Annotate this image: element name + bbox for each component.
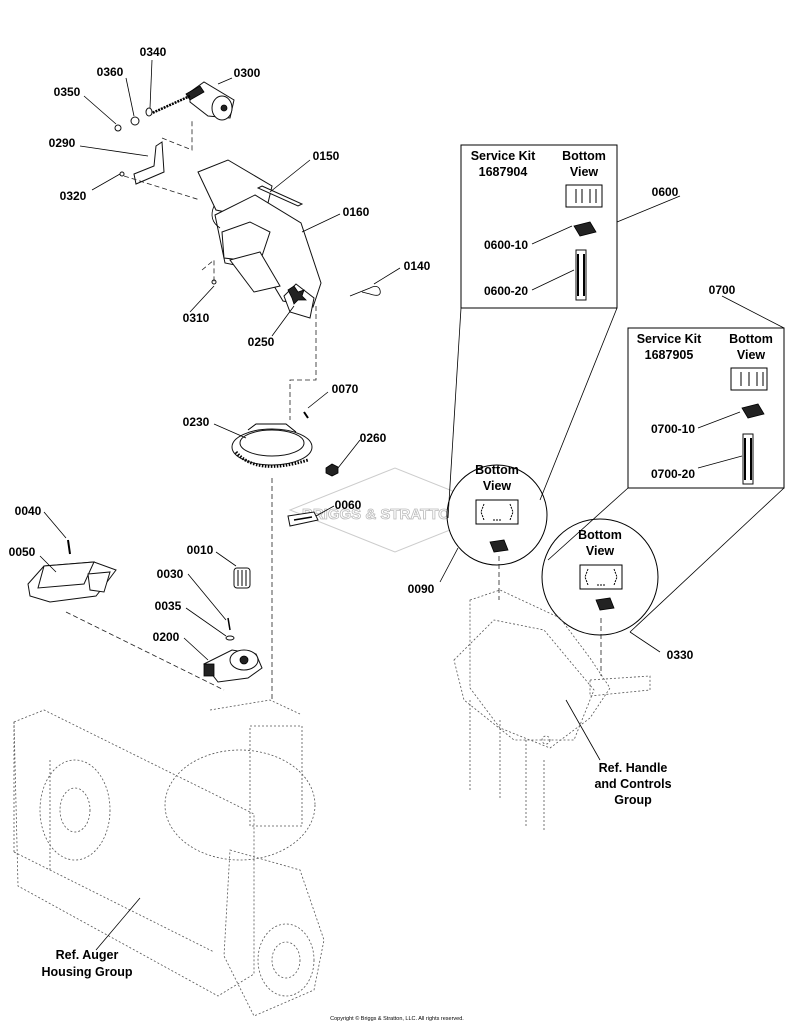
svg-text:Bottom: Bottom: [475, 463, 519, 477]
callout-0050: 0050: [9, 545, 36, 559]
reference-labels: Ref. Auger Housing Group Ref. Handle and…: [42, 761, 672, 979]
callout-0230: 0230: [183, 415, 210, 429]
callout-0200: 0200: [153, 630, 180, 644]
svg-text:BRIGGS & STRATTON: BRIGGS & STRATTON: [302, 506, 461, 523]
clip-part-0140: [349, 286, 381, 297]
callout-0360: 0360: [97, 65, 124, 79]
copyright: Copyright © Briggs & Stratton, LLC. All …: [330, 1015, 464, 1022]
callout-0600-20: 0600-20: [484, 284, 528, 298]
bottom-view-detail-0090: Bottom View: [446, 463, 548, 566]
callout-0040: 0040: [15, 504, 42, 518]
svg-text:Bottom: Bottom: [578, 528, 622, 542]
svg-text:Service Kit: Service Kit: [471, 149, 536, 163]
ref-handle-line1: Ref. Handle: [599, 761, 668, 775]
bracket-part-0290: [133, 141, 165, 185]
svg-text:View: View: [483, 479, 512, 493]
screw-part-0040: [67, 539, 71, 555]
svg-text:Bottom: Bottom: [562, 149, 606, 163]
callout-0160: 0160: [343, 205, 370, 219]
callout-0340: 0340: [140, 45, 167, 59]
callout-0330: 0330: [667, 648, 694, 662]
svg-text:1687904: 1687904: [479, 165, 528, 179]
nut-part-0260: [325, 463, 339, 477]
handle-controls-reference: [453, 589, 651, 830]
callout-0290: 0290: [49, 136, 76, 150]
callout-0260: 0260: [360, 431, 387, 445]
ring-gear-part-0230: [231, 423, 313, 468]
svg-text:View: View: [586, 544, 615, 558]
ref-auger-line1: Ref. Auger: [56, 948, 119, 962]
callout-0310: 0310: [183, 311, 210, 325]
svg-text:Bottom: Bottom: [729, 332, 773, 346]
screw-part-0070: [303, 411, 309, 419]
svg-text:1687905: 1687905: [645, 348, 694, 362]
service-kit-box-0700: Service Kit 1687905 Bottom View: [627, 327, 785, 489]
callout-0060: 0060: [335, 498, 362, 512]
washers: [114, 107, 153, 132]
deflector-part-0150: [256, 185, 304, 207]
ref-auger-line2: Housing Group: [42, 965, 133, 979]
leader-lines: [39, 59, 785, 951]
cover-part-0050: [27, 561, 117, 603]
svg-text:View: View: [737, 348, 766, 362]
callout-0700-20: 0700-20: [651, 467, 695, 481]
callout-0035: 0035: [155, 599, 182, 613]
washer-part-0035: [225, 635, 235, 641]
ref-handle-line3: Group: [614, 793, 652, 807]
callout-0700: 0700: [709, 283, 736, 297]
callout-0070: 0070: [332, 382, 359, 396]
callout-0250: 0250: [248, 335, 275, 349]
callout-0700-10: 0700-10: [651, 422, 695, 436]
gearbox-part-0200: [203, 649, 263, 683]
bottom-view-detail-0330: Bottom View: [541, 518, 659, 636]
svg-text:Service Kit: Service Kit: [637, 332, 702, 346]
chute-motor-part-0300: [149, 81, 235, 121]
callout-0300: 0300: [234, 66, 261, 80]
callout-0600-10: 0600-10: [484, 238, 528, 252]
callout-0090: 0090: [408, 582, 435, 596]
auger-housing-reference: [13, 699, 325, 1017]
service-kit-box-0600: Service Kit 1687904 Bottom View: [460, 144, 618, 309]
knob-part-0010: [233, 567, 251, 589]
callout-labels: 0340 0360 0350 0300 0290 0320 0150 0160 …: [9, 45, 736, 662]
callout-0030: 0030: [157, 567, 184, 581]
callout-0140: 0140: [404, 259, 431, 273]
callout-0150: 0150: [313, 149, 340, 163]
pin-part-0030: [227, 617, 231, 631]
callout-0600: 0600: [652, 185, 679, 199]
chute-part-0160: [197, 159, 322, 319]
svg-text:View: View: [570, 165, 599, 179]
callout-0320: 0320: [60, 189, 87, 203]
callout-0350: 0350: [54, 85, 81, 99]
ref-handle-line2: and Controls: [594, 777, 671, 791]
bracket-part-0060: [287, 511, 319, 527]
callout-0010: 0010: [187, 543, 214, 557]
